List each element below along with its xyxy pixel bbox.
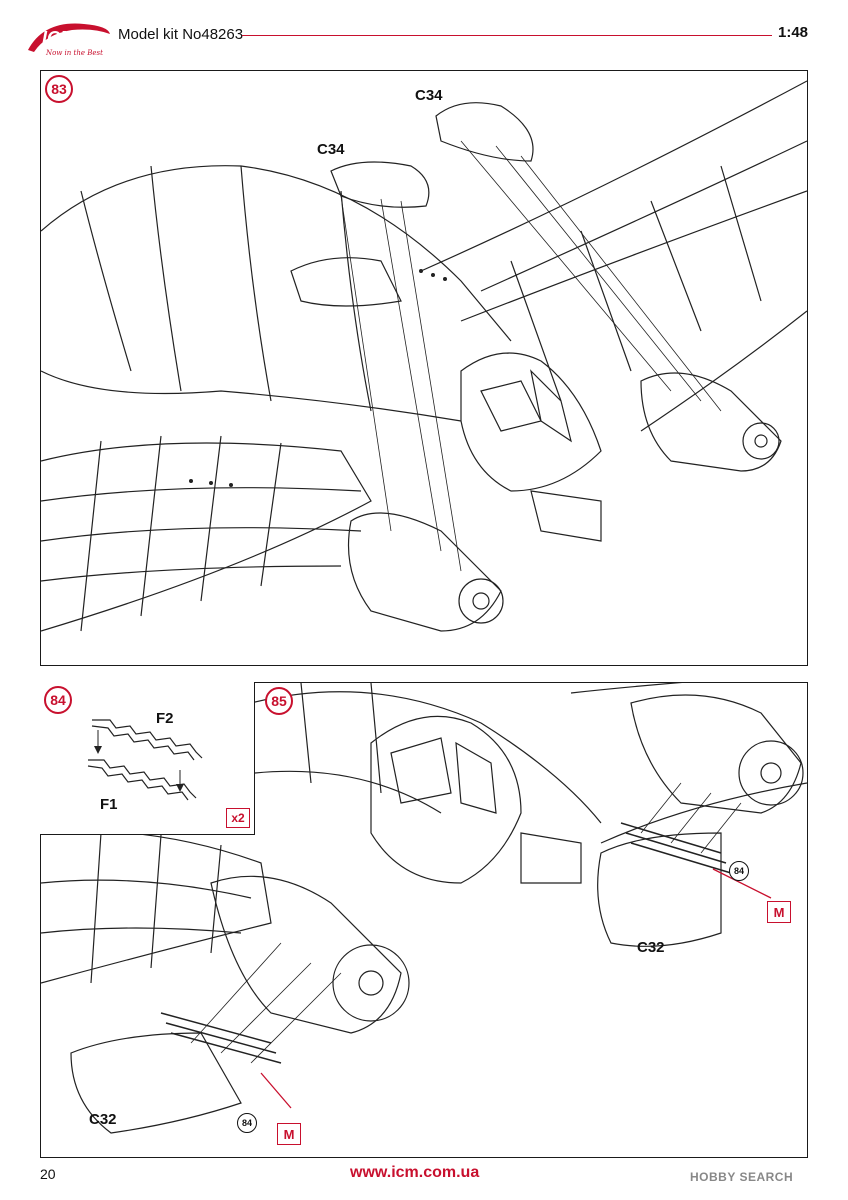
step-83-illustration	[41, 80, 807, 632]
step-84-illustration	[87, 719, 203, 801]
kit-title: Model kit No48263	[118, 26, 244, 43]
brand-logo-graphic	[28, 23, 110, 52]
step-85-illustration	[41, 683, 807, 1134]
part-label-c34-left: C34	[317, 141, 345, 158]
website-link[interactable]: www.icm.com.ua	[350, 1164, 480, 1181]
reference-step-84-left: 84	[237, 1113, 257, 1133]
mark-m-left: M	[277, 1123, 301, 1145]
step-85-badge: 85	[265, 687, 293, 715]
brand-name: ICM	[42, 28, 75, 48]
step-83-panel: 83 C34 C34	[40, 70, 808, 666]
page-number: 20	[40, 1166, 56, 1182]
kit-scale: 1:48	[778, 24, 809, 41]
part-label-c34-right: C34	[415, 87, 443, 104]
step-83-badge: 83	[45, 75, 73, 103]
part-label-f1: F1	[100, 796, 118, 813]
part-label-c32-right: C32	[637, 939, 665, 956]
step-84-badge: 84	[44, 686, 72, 714]
mark-m-right: M	[767, 901, 791, 923]
watermark: HOBBY SEARCH	[690, 1170, 794, 1184]
step-84-inset: 84 F2 F1 x2	[40, 682, 255, 835]
quantity-badge: x2	[226, 808, 250, 828]
reference-step-84-right: 84	[729, 861, 749, 881]
brand-logo: ICM Now in the Best	[24, 16, 114, 60]
brand-tagline: Now in the Best	[46, 49, 103, 57]
header-rule	[242, 35, 772, 36]
part-label-f2: F2	[156, 710, 174, 727]
part-label-c32-left: C32	[89, 1111, 117, 1128]
